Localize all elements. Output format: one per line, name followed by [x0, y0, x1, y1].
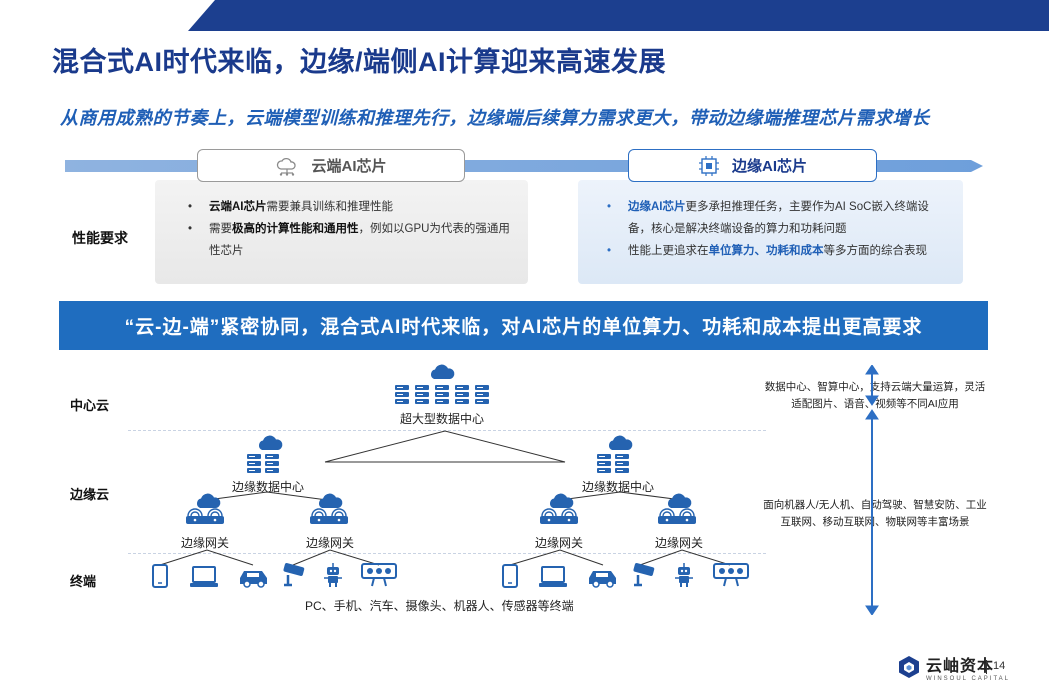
phone-icon	[502, 564, 518, 588]
gateway-icon	[657, 508, 697, 525]
company-logo: 云岫资本 WINSOUL CAPITAL	[898, 652, 1010, 682]
robot-icon	[674, 562, 694, 588]
server-icon	[394, 384, 410, 405]
gateway-label-3: 边缘网关	[535, 536, 584, 550]
center-cloud-note: 数据中心、智算中心，支持云端大量运算，灵活适配图片、语音、视频等不同AI应用	[764, 381, 986, 410]
tier-center-cloud: 中心云	[70, 398, 110, 413]
edge-bullet-1: 边缘AI芯片更多承担推理任务，主要作为AI SoC嵌入终端设备，核心是解决终端设…	[603, 196, 933, 240]
hyperscale-cloud-icon	[430, 364, 455, 379]
server-icon	[454, 384, 470, 405]
server-icon	[434, 384, 450, 405]
server-icon	[474, 384, 490, 405]
tier-separator-lower	[128, 553, 766, 554]
scope-arrow	[865, 365, 879, 615]
sensor-icon	[361, 563, 397, 587]
server-icon	[246, 453, 262, 474]
gateway-label-4: 边缘网关	[655, 536, 704, 550]
edge-dc-left-label: 边缘数据中心	[232, 480, 305, 494]
top-decor-band	[0, 0, 1049, 31]
car-icon	[588, 570, 617, 588]
sensor-icon	[713, 563, 749, 587]
logo-name-cn: 云岫资本	[926, 658, 995, 675]
chip-icon	[698, 155, 719, 176]
tier-terminal: 终端	[70, 574, 97, 589]
server-icon	[596, 453, 612, 474]
devices-caption: PC、手机、汽车、摄像头、机器人、传感器等终端	[305, 599, 574, 613]
server-icon	[414, 384, 430, 405]
laptop-icon	[189, 566, 219, 588]
page-number: 14	[993, 660, 1006, 672]
cloud-chip-header: 云端AI芯片	[197, 149, 465, 182]
server-icon	[264, 453, 280, 474]
gateway-cloud-icon	[318, 493, 343, 508]
edge-cloud-icon	[258, 435, 283, 450]
network-diagram	[152, 364, 749, 588]
robot-icon	[323, 562, 343, 588]
edge-chip-label: 边缘AI芯片	[731, 158, 807, 175]
gateway-label-1: 边缘网关	[181, 536, 230, 550]
server-icon	[614, 453, 630, 474]
tier-edge-cloud: 边缘云	[70, 487, 110, 502]
gateway-label-2: 边缘网关	[306, 536, 355, 550]
edge-chip-header: 边缘AI芯片	[628, 149, 877, 182]
gateway-icon	[309, 508, 349, 525]
laptop-icon	[538, 566, 568, 588]
gateway-cloud-icon	[196, 493, 221, 508]
phone-icon	[152, 564, 168, 588]
performance-label: 性能要求	[72, 230, 128, 246]
cloud-chip-label: 云端AI芯片	[311, 158, 387, 175]
logo-name-en: WINSOUL CAPITAL	[926, 676, 1011, 682]
camera-icon	[281, 561, 306, 587]
gateway-cloud-icon	[549, 493, 574, 508]
edge-cloud-note: 面向机器人/无人机、自动驾驶、智慧安防、工业互联网、移动互联网、物联网等丰富场景	[763, 499, 987, 528]
tier-separator-upper	[128, 430, 766, 431]
collaboration-banner: “云-边-端”紧密协同，混合式AI时代来临，对AI芯片的单位算力、功耗和成本提出…	[59, 301, 988, 350]
edge-cloud-icon	[608, 435, 633, 450]
gateway-icon	[185, 508, 225, 525]
page-separator	[986, 660, 987, 674]
edge-dc-right-label: 边缘数据中心	[582, 480, 655, 494]
page-subtitle: 从商用成熟的节奏上，云端模型训练和推理先行，边缘端后续算力需求更大，带动边缘端推…	[60, 108, 930, 128]
cloud-bullet-1: 云端AI芯片需要兼具训练和推理性能	[184, 196, 514, 218]
edge-bullet-2: 性能上更追求在单位算力、功耗和成本等多方面的综合表现	[603, 240, 933, 262]
car-icon	[239, 570, 268, 588]
cloud-bullet-2: 需要极高的计算性能和通用性，例如以GPU为代表的强通用性芯片	[184, 218, 514, 262]
hyperscale-dc-label: 超大型数据中心	[400, 412, 485, 426]
hexagon-logo-icon	[899, 656, 919, 678]
cloud-chip-bullets: 云端AI芯片需要兼具训练和推理性能 需要极高的计算性能和通用性，例如以GPU为代…	[184, 196, 514, 262]
gateway-icon	[539, 508, 579, 525]
edge-chip-bullets: 边缘AI芯片更多承担推理任务，主要作为AI SoC嵌入终端设备，核心是解决终端设…	[603, 196, 933, 262]
gateway-cloud-icon	[667, 493, 692, 508]
camera-icon	[631, 561, 656, 587]
page-title: 混合式AI时代来临，边缘/端侧AI计算迎来高速发展	[52, 47, 667, 77]
cloud-network-icon	[277, 157, 297, 176]
